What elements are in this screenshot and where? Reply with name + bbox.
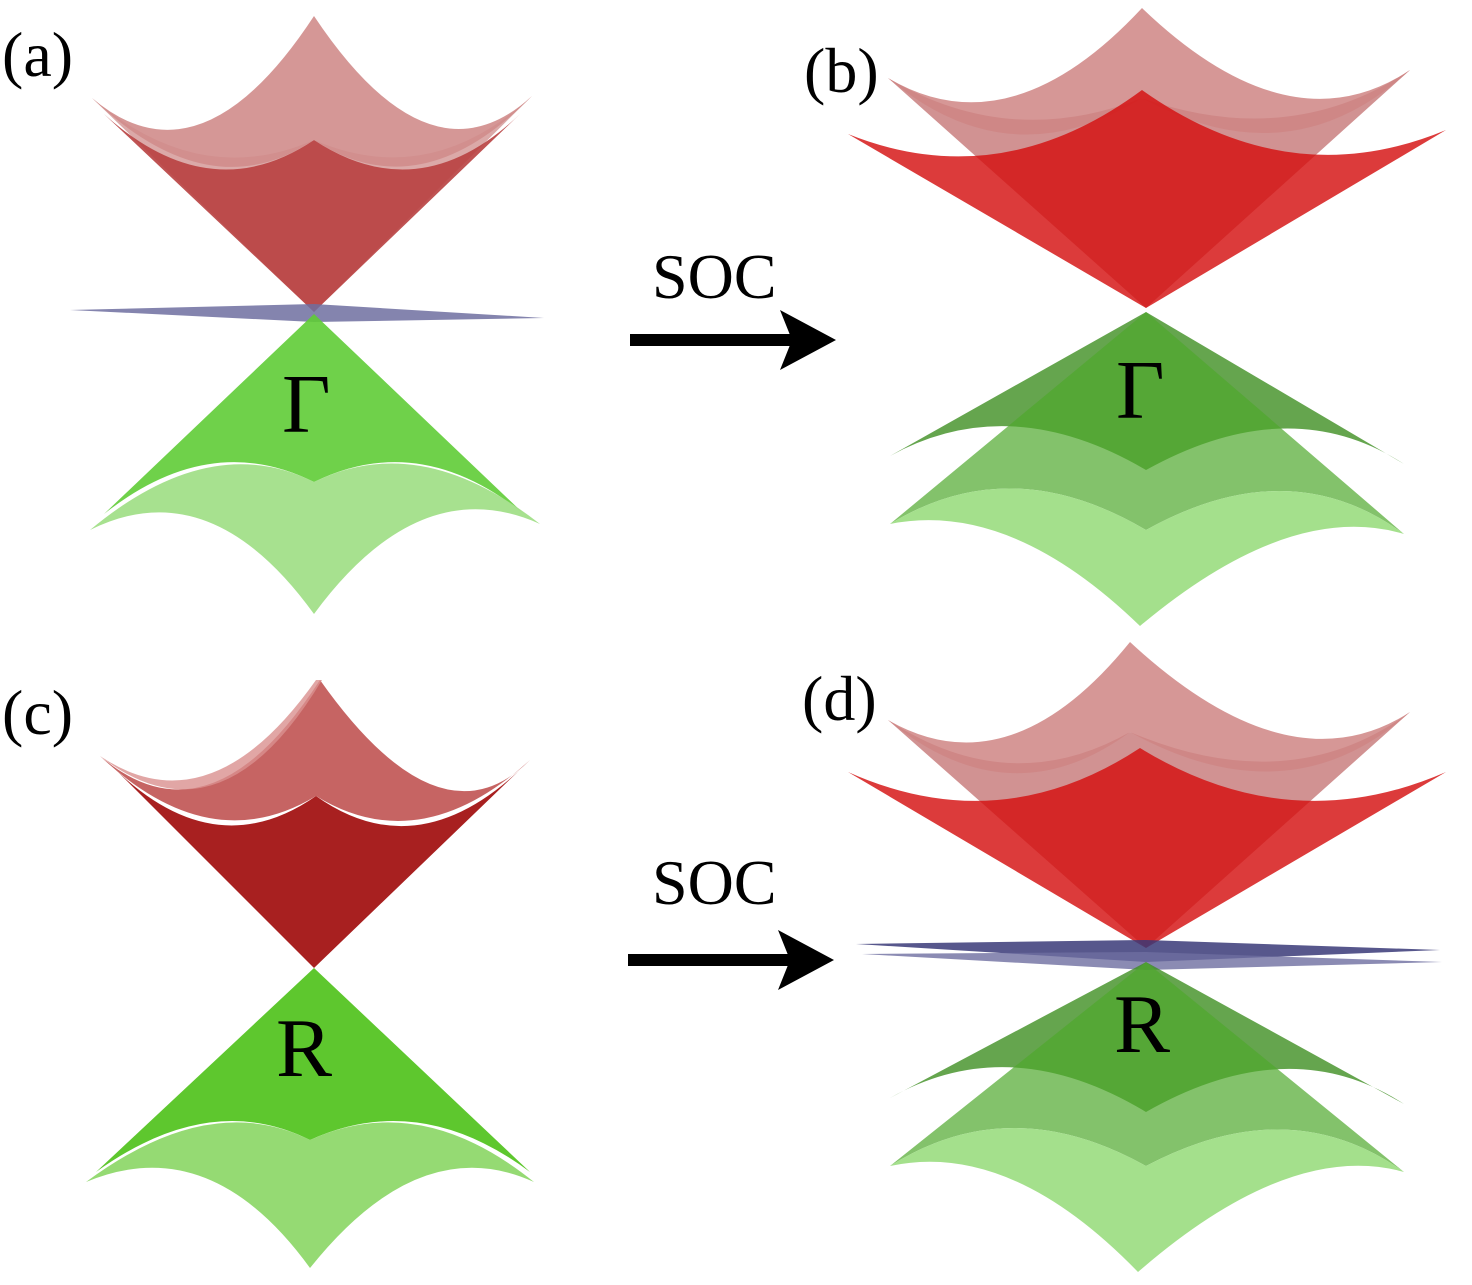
soc-label: SOC <box>652 241 777 312</box>
valence-cone-outer-bottom <box>890 1128 1404 1272</box>
conduction-cone-front <box>104 114 520 312</box>
conduction-cone-outer-top <box>888 642 1410 774</box>
arrow-head-icon <box>780 310 836 370</box>
arrow-head-icon <box>778 930 834 990</box>
flat-band <box>856 940 1440 962</box>
valence-cone-outer <box>890 962 1404 1172</box>
conduction-cone-top <box>92 16 532 167</box>
panel-b: (b) Γ <box>804 8 1446 626</box>
soc-label: SOC <box>652 847 777 918</box>
soc-arrow-2: SOC <box>628 847 834 990</box>
valence-cone-outer <box>890 312 1404 534</box>
panel-a: (a) Γ <box>2 16 544 614</box>
panel-c: (c) R <box>2 677 534 1268</box>
conduction-cone-outer-top <box>888 8 1410 135</box>
valence-cone-bottom <box>90 463 540 614</box>
high-symmetry-point-label: R <box>276 1002 332 1095</box>
flat-band <box>70 304 544 322</box>
high-symmetry-point-label: R <box>1114 978 1170 1071</box>
valence-cone-front <box>96 968 530 1172</box>
panel-label: (d) <box>802 663 877 734</box>
conduction-cone-rim <box>100 680 322 790</box>
panel-label: (a) <box>2 19 73 90</box>
conduction-cone-front <box>104 758 528 968</box>
panel-label: (c) <box>2 677 73 748</box>
high-symmetry-point-label: Γ <box>1116 344 1165 437</box>
panel-label: (b) <box>804 35 879 106</box>
flat-band <box>862 952 1442 970</box>
panel-d: (d) R <box>802 642 1446 1272</box>
soc-arrow-1: SOC <box>630 241 836 370</box>
conduction-cone-inner <box>848 90 1446 308</box>
conduction-cone-inner <box>848 748 1446 948</box>
valence-cone-bottom <box>86 1122 534 1268</box>
valence-cone-front <box>104 314 524 514</box>
high-symmetry-point-label: Γ <box>282 358 331 451</box>
valence-cone-outer-bottom <box>890 488 1404 626</box>
